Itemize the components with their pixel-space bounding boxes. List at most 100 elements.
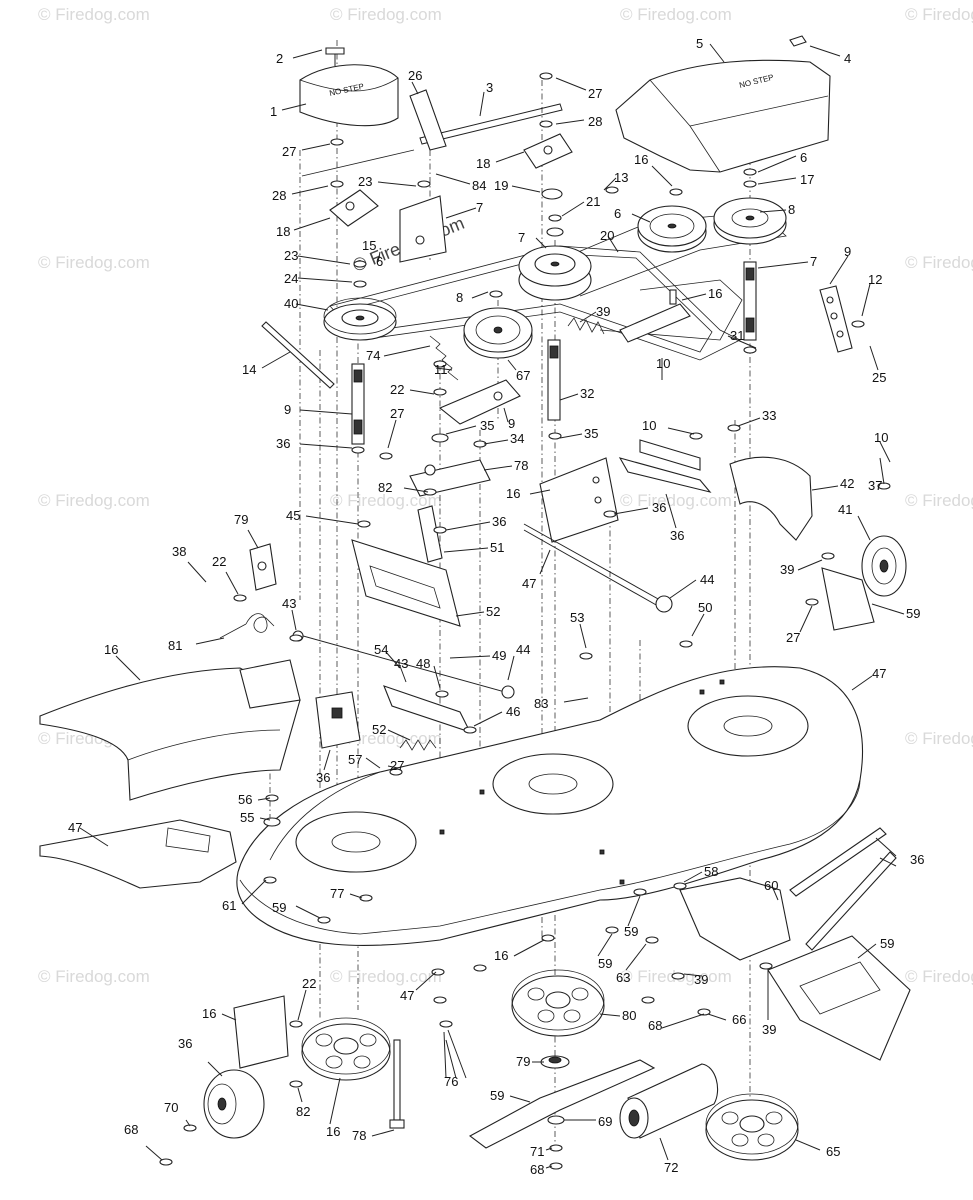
callout-label: 58 [704,864,718,879]
callout-label: 72 [664,1160,678,1175]
discharge-chute [39,659,301,801]
wheel-79-left [203,1069,265,1139]
callout-label: 83 [534,696,548,711]
callout-label: 27 [588,86,602,101]
callout-label: 47 [522,576,536,591]
callout-label: 40 [284,296,298,311]
watermark: © Firedog.com [38,967,150,986]
watermark: © Firedog.com [330,5,442,24]
callout-label: 69 [598,1114,612,1129]
callout-label: 27 [390,406,404,421]
watermark: © Firedog.com [330,967,442,986]
callout-label: 79 [234,512,248,527]
callout-label: 47 [68,820,82,835]
rod-and-bracket [301,89,563,177]
blade-adapter-65 [619,1063,719,1139]
callout-label: 27 [786,630,800,645]
bracket-61 [679,877,791,961]
callout-label: 1 [270,104,277,119]
callout-label: 78 [352,1128,366,1143]
callout-label: 52 [486,604,500,619]
callout-label: 5 [696,36,703,51]
callout-label: 43 [394,656,408,671]
callout-label: 22 [212,554,226,569]
callout-label: 16 [104,642,118,657]
bolt-69 [389,1039,405,1129]
callout-label: 57 [348,752,362,767]
callout-label: 16 [506,486,520,501]
spring-53 [219,613,275,639]
idler-pulley-25 [463,307,533,359]
shield-45 [729,456,813,541]
watermark: © Firedog.com [905,729,973,748]
callout-label: 67 [516,368,530,383]
callout-label: 70 [164,1100,178,1115]
callout-label: 15 [362,238,376,253]
callout-label: 78 [514,458,528,473]
callout-label: 44 [700,572,714,587]
callout-label: 37 [868,478,882,493]
callout-label: 54 [374,642,388,657]
callout-label: 55 [240,810,254,825]
watermark: © Firedog.com [620,491,732,510]
callout-label: 25 [872,370,886,385]
callout-label: 45 [286,508,300,523]
callout-label: 84 [472,178,486,193]
callout-label: 77 [330,886,344,901]
bracket-56 [315,691,361,749]
callout-label: 8 [456,290,463,305]
callout-label: 39 [780,562,794,577]
callout-label: 18 [276,224,290,239]
callout-label: 3 [486,80,493,95]
callout-label: 59 [624,924,638,939]
callout-label: 79 [516,1054,530,1069]
callout-label: 68 [530,1162,544,1177]
plate-50 [351,539,461,627]
deflector-55 [39,819,237,889]
callout-label: 71 [530,1144,544,1159]
callout-label: 59 [906,606,920,621]
callout-label: 63 [616,970,630,985]
callout-label: 50 [698,600,712,615]
blade-70 [468,1059,656,1149]
bracket-37 [409,459,491,497]
callout-label: 8 [788,202,795,217]
callout-label: 16 [202,1006,216,1021]
callout-label: 19 [494,178,508,193]
callout-label: 66 [732,1012,746,1027]
callout-label: 9 [284,402,291,417]
spring-57 [399,739,437,751]
callout-label: 82 [296,1104,310,1119]
blade-hub-center [511,969,605,1037]
callout-label: 22 [390,382,404,397]
callout-label: 68 [124,1122,138,1137]
callout-label: 59 [598,956,612,971]
blade-hub-right [705,1093,799,1161]
spring-31 [429,335,459,381]
callout-label: 59 [272,900,286,915]
wheel-bracket-80 [233,995,289,1069]
callout-label: 10 [642,418,656,433]
callout-label: 14 [242,362,256,377]
callout-label: 10 [874,430,888,445]
spindle-center [547,339,562,440]
callout-label: 65 [826,1144,840,1159]
callout-label: 38 [172,544,186,559]
callout-label: 13 [614,170,628,185]
callout-label: 2 [276,51,283,66]
callout-label: 48 [416,656,430,671]
callout-label: 7 [810,254,817,269]
bracket-33 [438,379,521,425]
callout-label: 27 [390,758,404,773]
callout-label: 17 [800,172,814,187]
callout-label: 22 [302,976,316,991]
callout-label: 36 [276,436,290,451]
callout-label: 34 [510,431,524,446]
callout-label: 16 [634,152,648,167]
callout-label: 36 [178,1036,192,1051]
callout-labels: 2 1 26 3 27 27 28 28 5 4 18 18 23 84 19 … [68,36,924,1177]
leader-lines [79,43,905,1169]
bracket-42 [539,457,619,543]
callout-label: 36 [492,514,506,529]
